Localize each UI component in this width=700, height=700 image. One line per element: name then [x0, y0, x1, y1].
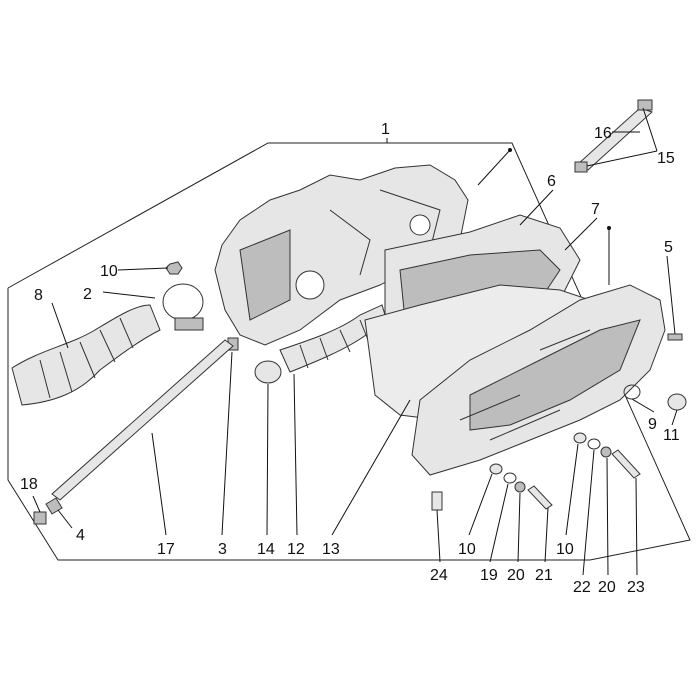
callout-19: 19 — [480, 567, 498, 584]
nut-part-top — [165, 261, 183, 275]
assembly-outline — [7, 142, 691, 561]
breather-pipe-part — [574, 99, 653, 173]
callout-6: 6 — [547, 173, 556, 190]
callout-4: 4 — [76, 527, 85, 544]
clamp-part-14 — [254, 360, 282, 384]
callout-9: 9 — [648, 416, 657, 433]
grommet-part-20-right — [600, 446, 612, 458]
washer-part-19 — [503, 472, 517, 484]
intake-hose-part — [11, 304, 161, 406]
callout-1: 1 — [381, 121, 390, 138]
washer-part-22 — [587, 438, 601, 450]
callout-5: 5 — [664, 239, 673, 256]
callout-20-right: 20 — [598, 579, 616, 596]
callout-8: 8 — [34, 287, 43, 304]
callout-24: 24 — [430, 567, 448, 584]
callout-2: 2 — [83, 286, 92, 303]
washer-part-10-mid — [489, 463, 503, 475]
air-cleaner-cover-part — [411, 284, 666, 476]
callout-20-left: 20 — [507, 567, 525, 584]
callout-23: 23 — [627, 579, 645, 596]
hose-clamp-part — [162, 283, 204, 331]
callout-21: 21 — [535, 567, 553, 584]
callout-10-top: 10 — [100, 263, 118, 280]
air-cleaner-housing-part — [214, 164, 469, 346]
screw-part-24 — [431, 491, 443, 511]
callout-15: 15 — [657, 150, 675, 167]
callout-10-right: 10 — [556, 541, 574, 558]
callout-13: 13 — [322, 541, 340, 558]
callout-7: 7 — [591, 201, 600, 218]
callout-16: 16 — [594, 125, 612, 142]
screw-part-5 — [667, 333, 683, 341]
callout-12: 12 — [287, 541, 305, 558]
screw-part-21 — [527, 485, 553, 510]
leader-lines — [32, 107, 678, 576]
callout-17: 17 — [157, 541, 175, 558]
callout-14: 14 — [257, 541, 275, 558]
plug-part-11 — [667, 393, 687, 411]
callout-3: 3 — [218, 541, 227, 558]
tube-cap-part-18 — [33, 511, 47, 525]
washer-part-10-right — [573, 432, 587, 444]
callout-18: 18 — [20, 476, 38, 493]
callout-11: 11 — [663, 427, 680, 444]
grommet-part-20-left — [514, 481, 526, 493]
drain-tube-part — [51, 339, 234, 501]
callout-22: 22 — [573, 579, 591, 596]
screw-part-23 — [611, 449, 641, 479]
callout-10-mid: 10 — [458, 541, 476, 558]
